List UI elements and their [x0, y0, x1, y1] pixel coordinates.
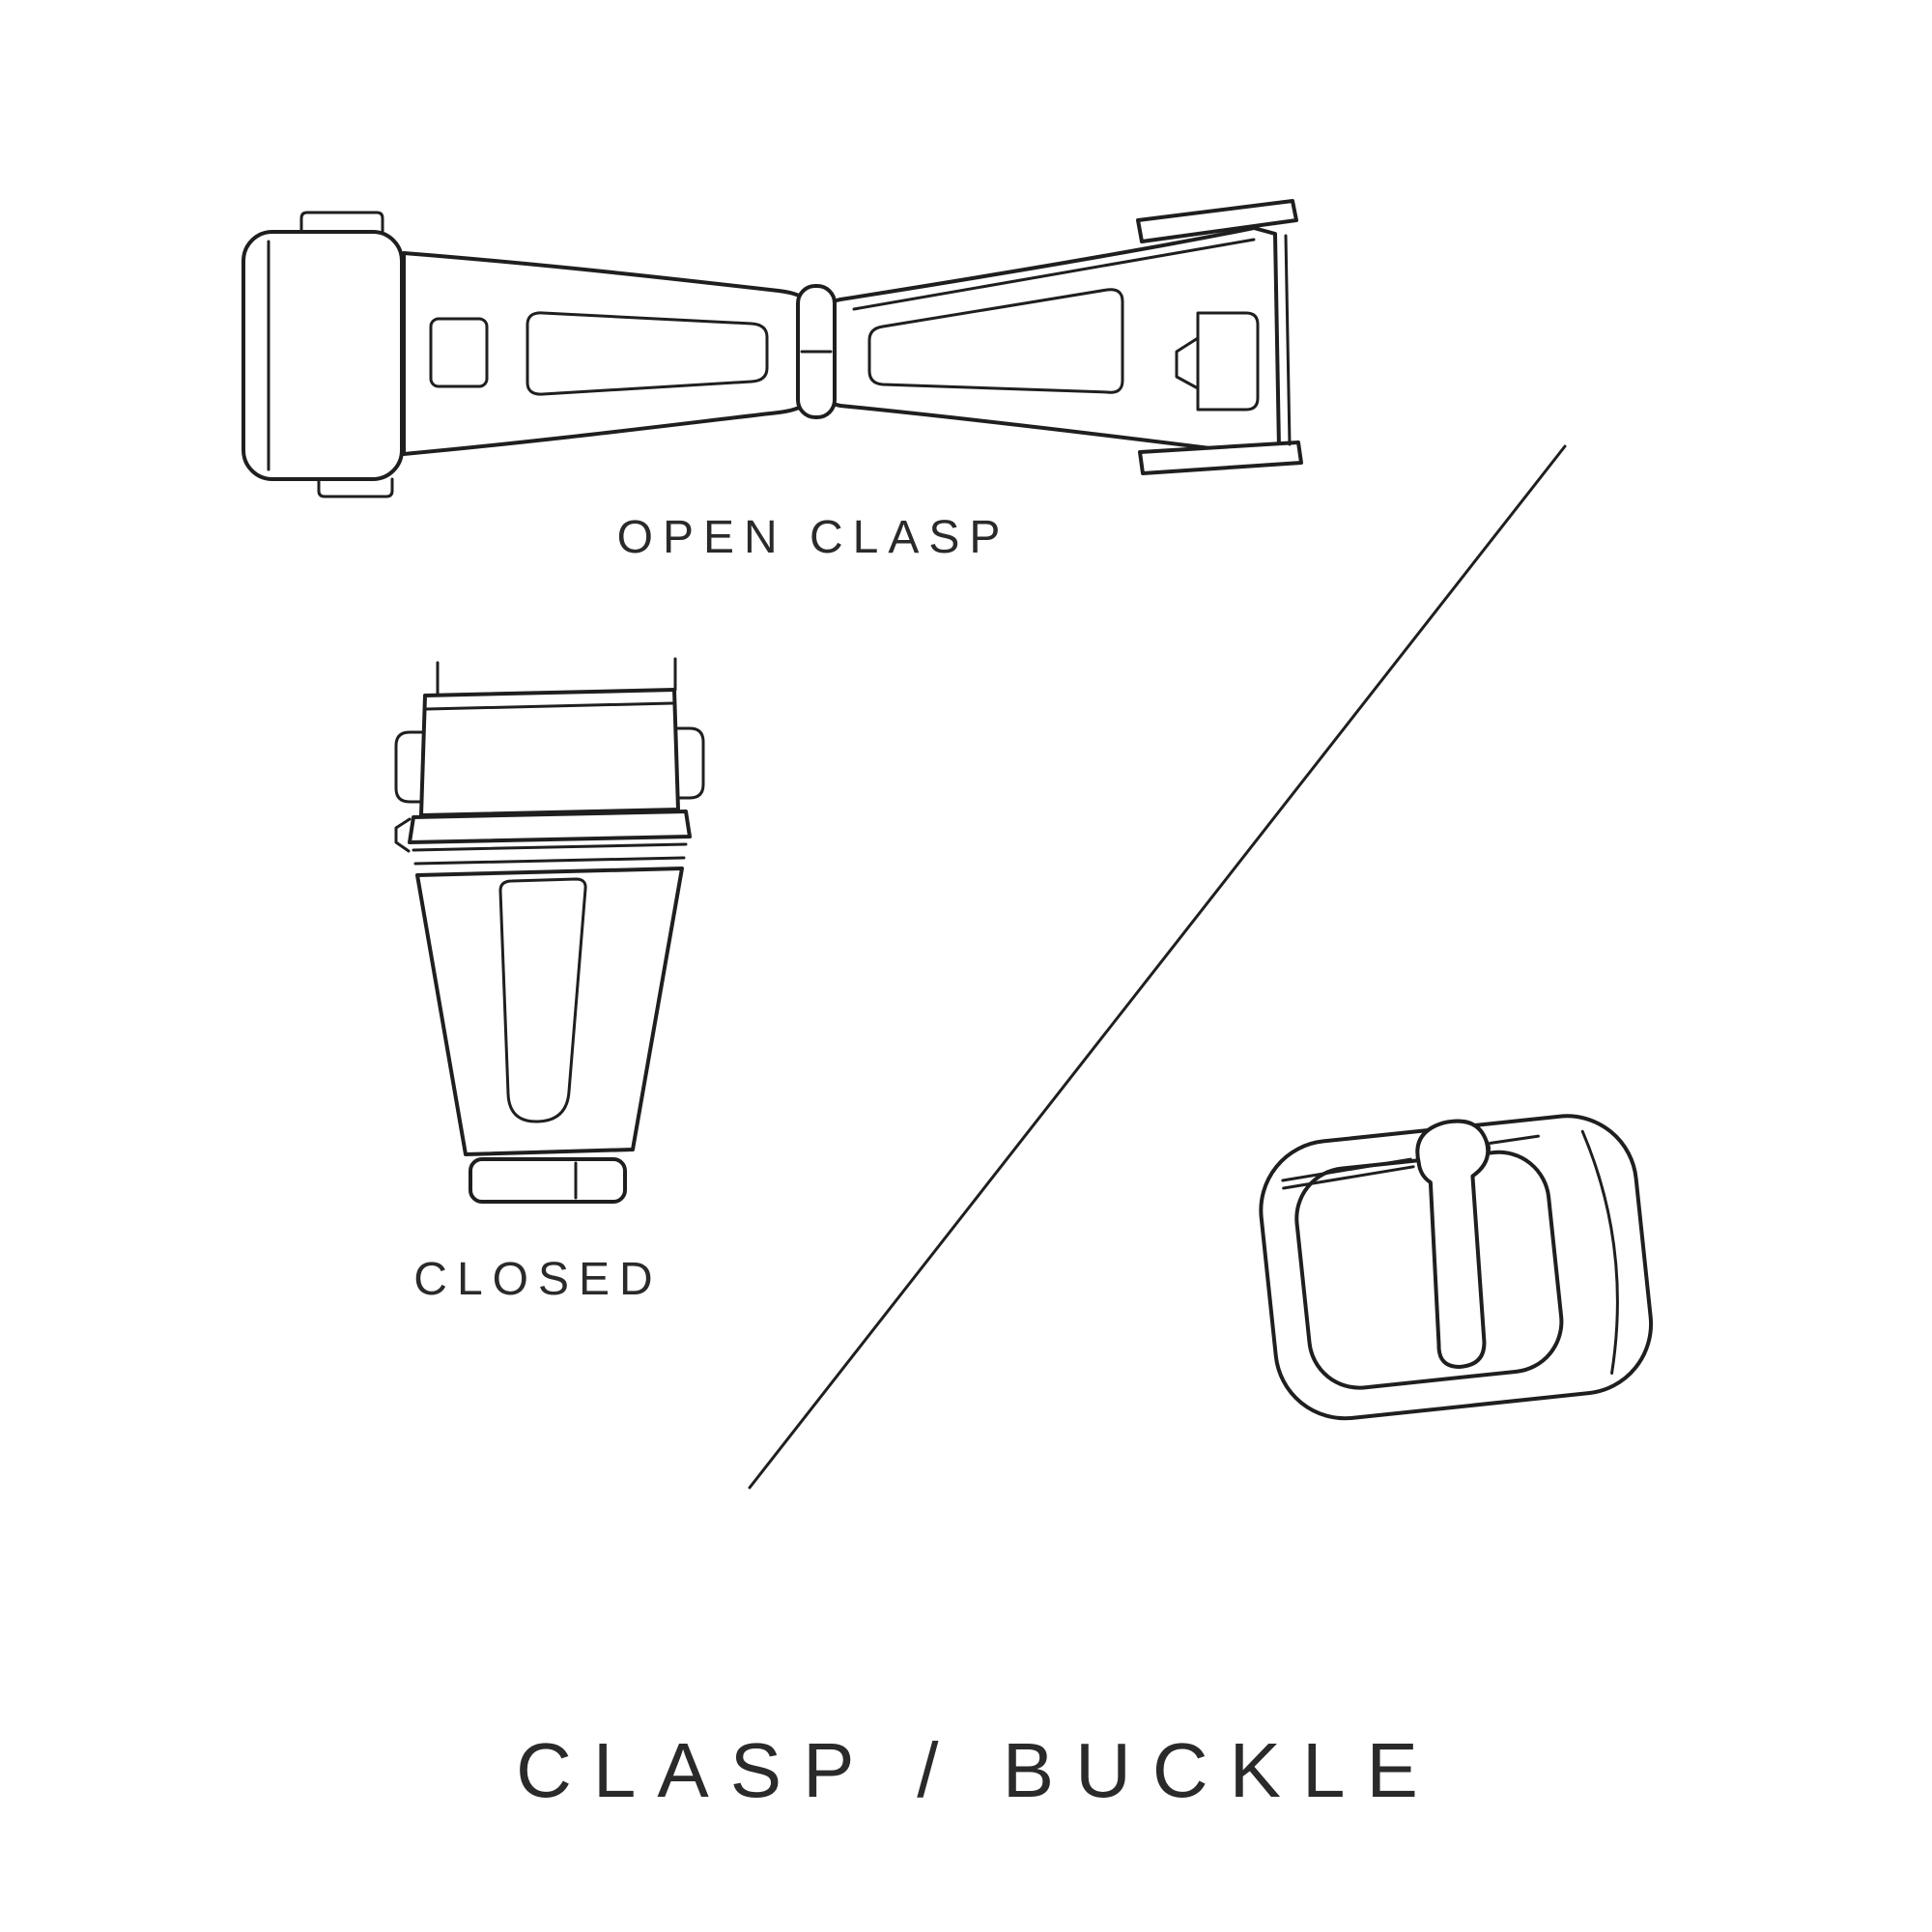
open-clasp-left-bottom-tab: [317, 477, 394, 498]
closed-clasp-body-slot: [498, 877, 587, 1123]
closed-clasp-top-block: [419, 688, 680, 817]
divider-line: [748, 444, 1567, 1490]
open-clasp-left-hook-slot: [429, 317, 489, 388]
closed-clasp-body: [415, 867, 684, 1156]
open-clasp-right-edge-line: [1284, 234, 1292, 446]
open-clasp-right-hook-notch: [1175, 336, 1200, 390]
open-clasp-right-arm-inner-outline: [867, 288, 1124, 394]
open-clasp-left-arm: [402, 251, 815, 456]
closed-clasp-illustration: [394, 657, 705, 1204]
open-clasp-illustration: [242, 199, 1303, 498]
open-clasp-right-end-strip-bottom: [1138, 440, 1303, 475]
closed-clasp-top-block-edge-line: [425, 701, 674, 711]
open-clasp-left-arm-inner-outline: [526, 311, 769, 396]
open-clasp-right-arm: [821, 226, 1281, 456]
closed-clasp-foot: [469, 1157, 627, 1204]
closed-clasp-right-ear: [674, 726, 705, 800]
open-clasp-right-hook: [1196, 311, 1260, 412]
closed-clasp-band-strip: [408, 810, 692, 844]
open-clasp-right-arm-fold-line: [852, 238, 1256, 311]
buckle-prong: [1415, 1119, 1491, 1369]
open-clasp-right-end-strip-top: [1136, 199, 1298, 243]
buckle-spring-bar-right: [1489, 1134, 1540, 1145]
closed-clasp-left-ear: [394, 730, 425, 804]
closed-clasp-band-line-2: [413, 856, 686, 866]
closed-clasp-left-notch: [394, 817, 412, 853]
buckle-far-edge-line: [1580, 1129, 1619, 1376]
closed-label: CLOSED: [413, 1254, 662, 1305]
open-clasp-left-fold-link: [242, 230, 404, 481]
buckle-illustration: [1259, 1114, 1654, 1421]
buckle-spring-bar-bottom: [1282, 1165, 1415, 1190]
buckle-spring-bar-top: [1281, 1157, 1412, 1182]
page-title: CLASP / BUCKLE: [516, 1727, 1439, 1813]
open-clasp-left-top-tab: [299, 211, 384, 234]
closed-clasp-band-line-1: [412, 842, 688, 852]
open-clasp-label: OPEN CLASP: [617, 512, 1010, 563]
